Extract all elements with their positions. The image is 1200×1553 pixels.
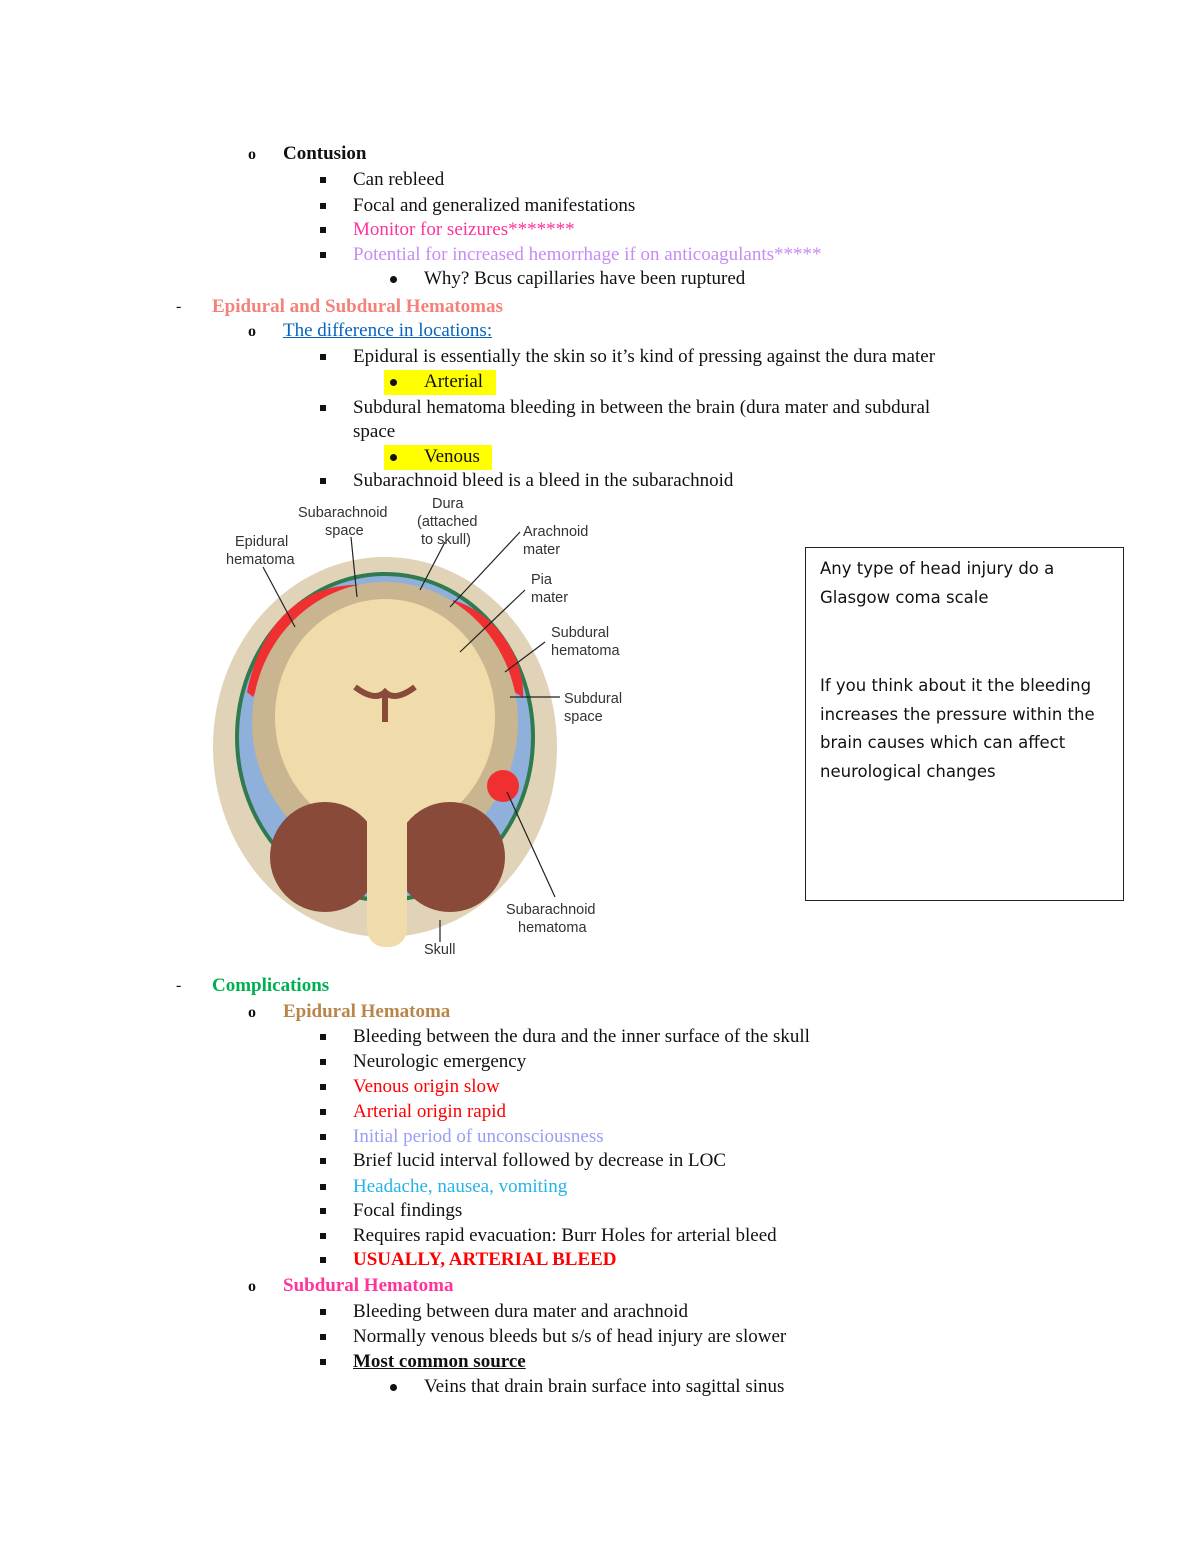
list-item: Subarachnoid bleed is a bleed in the sub… [353,470,734,491]
list-item: Normally venous bleeds but s/s of head i… [353,1326,787,1347]
list-item: Why? Bcus capillaries have been ruptured [424,268,746,289]
list-item-cont: space [353,421,396,442]
venous-label: Venous [424,446,480,467]
ventricles [353,684,417,722]
leader-lines [262,531,560,942]
list-item: Potential for increased hemorrhage if on… [353,244,822,265]
list-item: Epidural is essentially the skin so it’s… [353,346,936,367]
highlight [384,445,492,470]
brainstem [367,782,407,947]
list-item: Focal and generalized manifestations [353,195,636,216]
bullet-o: o [248,146,256,163]
note-text-box: Any type of head injury do a Glasgow com… [805,547,1124,901]
subdural-heading: Subdural Hematoma [283,1275,454,1296]
list-item: Bleeding between the dura and the inner … [353,1026,810,1047]
subarachnoid-hematoma-shape [487,770,519,802]
list-item: Requires rapid evacuation: Burr Holes fo… [353,1225,777,1246]
complications-heading: Complications [212,975,330,996]
cerebellum-left [270,802,380,912]
list-item: USUALLY, ARTERIAL BLEED [353,1249,617,1270]
list-item: Initial period of unconsciousness [353,1126,604,1147]
list-item: Headache, nausea, vomiting [353,1176,568,1197]
note-paragraph: Any type of head injury do a Glasgow com… [820,559,1055,607]
locations-link[interactable]: The difference in locations: [283,320,493,341]
list-item: Neurologic emergency [353,1051,527,1072]
bullet-o: o [248,323,256,340]
list-item: Arterial origin rapid [353,1101,507,1122]
arterial-label: Arterial [424,371,484,392]
epidural-heading: Epidural Hematoma [283,1001,451,1022]
list-item: Venous origin slow [353,1076,500,1097]
list-item: Most common source [353,1351,526,1372]
list-item: Can rebleed [353,169,445,190]
list-item: Brief lucid interval followed by decreas… [353,1150,727,1171]
bullet-dash: - [176,977,182,994]
list-item: Monitor for seizures******* [353,219,575,240]
cerebellum-right [395,802,505,912]
bullet-o: o [248,1004,256,1021]
list-item: Focal findings [353,1200,463,1221]
label-skull: Skull [424,942,455,958]
note-paragraph: If you think about it the bleeding incre… [820,676,1095,781]
contusion-heading: Contusion [283,143,367,164]
list-item: Subdural hematoma bleeding in between th… [353,397,931,418]
bullet-dash: - [176,298,182,315]
bullet-o: o [248,1278,256,1295]
list-item: Veins that drain brain surface into sagi… [424,1376,785,1397]
highlight [384,370,496,395]
list-item: Bleeding between dura mater and arachnoi… [353,1301,688,1322]
hematomas-heading: Epidural and Subdural Hematomas [212,296,503,317]
